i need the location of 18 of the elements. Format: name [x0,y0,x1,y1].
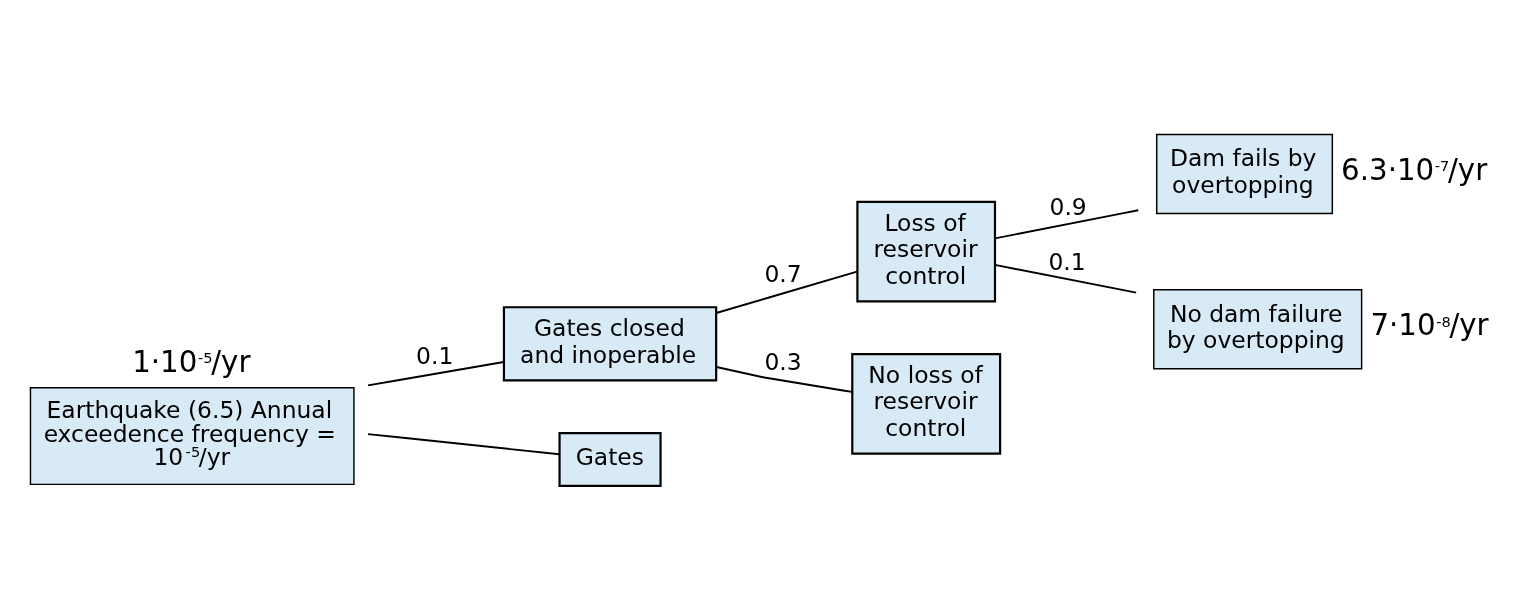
edge-label: 0.1 [1048,247,1086,276]
connector [994,208,1140,239]
edge-label: 0.1 [416,341,454,370]
edge-label: 0.9 [1049,192,1087,221]
node-box: Gates [558,431,662,487]
edge-label: 0.3 [764,347,802,376]
node-box: Gates closed and inoperable [502,305,718,382]
node-label: 6.3·10$^{-7}$/yr [1341,152,1488,187]
connector [715,365,854,393]
node-label: 7·10$^{-8}$/yr [1370,307,1489,342]
connector [367,432,561,455]
node-box: Loss of reservoir control [856,200,997,302]
connector [994,263,1138,294]
connector [367,360,505,386]
node-box: No loss of reservoir control [851,352,1002,455]
edge-label: 0.7 [764,259,802,288]
node-label: 1·10$^{-5}$/yr [132,344,251,379]
connector [715,270,858,314]
